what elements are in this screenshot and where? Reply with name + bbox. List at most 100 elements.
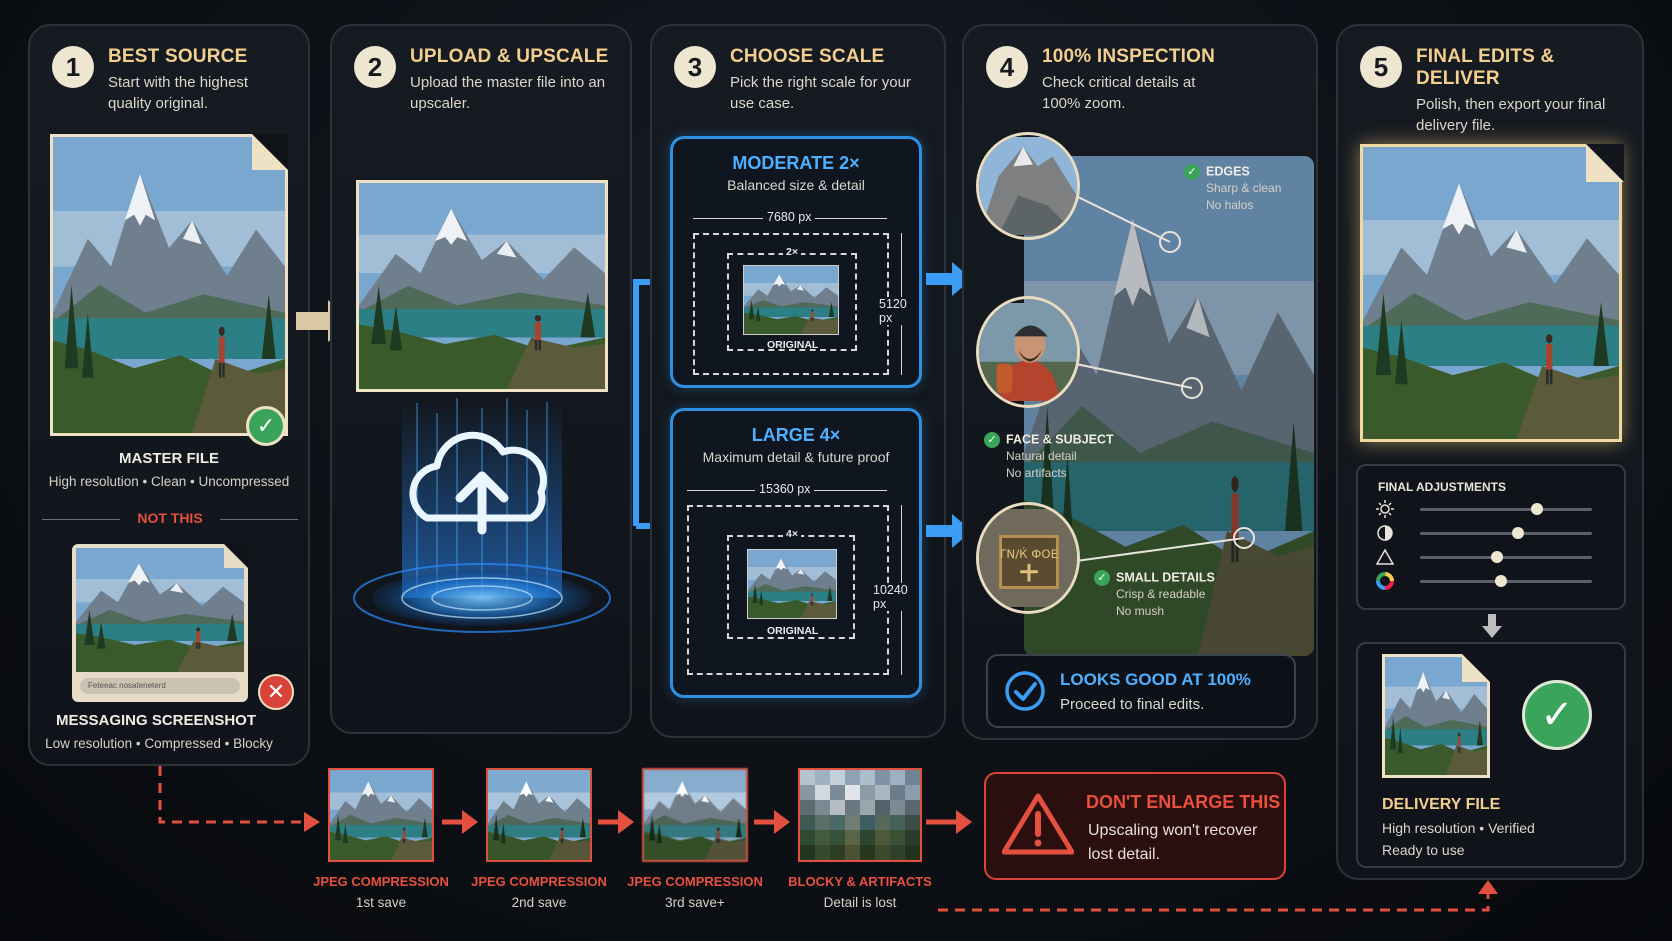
messaging-screenshot-subtitle: Low resolution • Compressed • Blocky	[45, 736, 273, 751]
reject-badge-icon: ✕	[258, 674, 294, 710]
scale-title: MODERATE 2×	[732, 153, 860, 173]
cloud-upload-icon	[353, 398, 611, 633]
check-icon: ✓	[1094, 570, 1110, 586]
edges-zoom-circle	[976, 132, 1080, 240]
panel-inspection: 4 100% INSPECTION Check critical details…	[962, 24, 1318, 740]
jpeg-save-3-image	[642, 768, 748, 862]
step-number: 2	[354, 46, 396, 88]
file-dogear-icon	[224, 544, 248, 568]
warning-line2: lost detail.	[1088, 846, 1161, 863]
compression-label-4: BLOCKY & ARTIFACTS Detail is lost	[785, 874, 935, 910]
small-details-line1: Crisp & readable	[1116, 587, 1206, 601]
messaging-input-bar: Feteeac nosateneterd	[80, 678, 240, 694]
messaging-screenshot-title: MESSAGING SCREENSHOT	[55, 712, 257, 729]
scale-option-moderate[interactable]: MODERATE 2× Balanced size & detail 7680 …	[670, 136, 922, 388]
adjustment-slider[interactable]	[1420, 575, 1592, 587]
compression-title: JPEG COMPRESSION	[313, 874, 449, 889]
delivery-file-box: ✓ DELIVERY FILE High resolution • Verifi…	[1356, 642, 1626, 868]
jpeg-save-1-image	[328, 768, 434, 862]
scale-title: LARGE 4×	[751, 425, 841, 445]
step-2-header: 2 UPLOAD & UPSCALE Upload the master fil…	[354, 46, 620, 114]
warning-box: DON'T ENLARGE THIS Upscaling won't recov…	[984, 772, 1286, 880]
width-dimension-label: 15360 px	[755, 482, 815, 496]
warning-triangle-icon	[1002, 793, 1074, 855]
panel-final-edits: 5 FINAL EDITS & DELIVER Polish, then exp…	[1336, 24, 1644, 880]
step-title: UPLOAD & UPSCALE	[410, 46, 609, 67]
step-number: 1	[52, 46, 94, 88]
step-number: 5	[1360, 46, 1402, 88]
scale-factor-label: 2×	[783, 246, 801, 258]
sharpness-icon	[1375, 548, 1395, 566]
divider-line-left	[42, 519, 120, 520]
scale-option-large[interactable]: LARGE 4× Maximum detail & future proof 1…	[670, 408, 922, 698]
small-details-line2: No mush	[1116, 604, 1165, 618]
step-title: 100% INSPECTION	[1042, 46, 1215, 67]
compression-label-1: JPEG COMPRESSION 1st save	[306, 874, 456, 910]
adjustment-slider[interactable]	[1420, 551, 1592, 563]
check-badge-icon: ✓	[246, 406, 286, 446]
compression-subtitle: 2nd save	[511, 895, 567, 910]
divider-line-right	[220, 519, 298, 520]
contrast-icon	[1376, 524, 1394, 542]
edges-line2: No halos	[1206, 198, 1254, 212]
height-dimension-label: 5120 px	[875, 297, 919, 325]
brightness-icon	[1376, 500, 1394, 518]
delivery-subtitle-2: Ready to use	[1382, 842, 1465, 858]
step-4-header: 4 100% INSPECTION Check critical details…	[986, 46, 1222, 114]
master-file-title: MASTER FILE	[119, 450, 219, 467]
final-adjustments-title: FINAL ADJUSTMENTS	[1378, 480, 1507, 494]
final-edited-image	[1360, 144, 1622, 442]
face-line1: Natural detail	[1006, 449, 1077, 463]
width-dimension-label: 7680 px	[763, 210, 816, 224]
delivery-subtitle-1: High resolution • Verified	[1382, 820, 1535, 836]
step-5-header: 5 FINAL EDITS & DELIVER Polish, then exp…	[1360, 46, 1642, 136]
original-label: ORIGINAL	[767, 625, 819, 637]
color-icon	[1376, 572, 1394, 590]
slider-handle[interactable]	[1494, 575, 1507, 587]
small-details-zoom-circle: ΓΝ/Ќ ФОЕ	[976, 502, 1080, 614]
step-number: 4	[986, 46, 1028, 88]
panel-best-source: 1 BEST SOURCE Start with the highest qua…	[28, 24, 310, 766]
adjustment-slider[interactable]	[1420, 527, 1592, 539]
step-description: Upload the master file into an upscaler.	[410, 74, 606, 112]
master-file-image	[50, 134, 288, 436]
final-adjustments-box: FINAL ADJUSTMENTS	[1356, 464, 1626, 610]
step-number: 3	[674, 46, 716, 88]
compression-label-2: JPEG COMPRESSION 2nd save	[464, 874, 614, 910]
delivery-title: DELIVERY FILE	[1382, 796, 1501, 813]
step-description: Start with the highest quality original.	[108, 74, 249, 112]
step-title: FINAL EDITS & DELIVER	[1416, 46, 1555, 89]
edges-label: ✓EDGES Sharp & clean No halos	[1184, 164, 1281, 214]
check-badge-icon: ✓	[1522, 680, 1592, 750]
looks-good-subtitle: Proceed to final edits.	[1060, 696, 1205, 713]
panel-choose-scale: 3 CHOOSE SCALE Pick the right scale for …	[650, 24, 946, 738]
slider-handle[interactable]	[1512, 527, 1525, 539]
panel-upload-upscale: 2 UPLOAD & UPSCALE Upload the master fil…	[330, 24, 632, 734]
small-details-label: ✓SMALL DETAILS Crisp & readable No mush	[1094, 570, 1215, 620]
master-file-subtitle: High resolution • Clean • Uncompressed	[48, 474, 290, 489]
original-label: ORIGINAL	[767, 339, 819, 351]
step-description: Pick the right scale for your use case.	[730, 74, 911, 112]
height-dimension-label: 10240 px	[869, 583, 919, 611]
scale-factor-label: 4×	[783, 528, 801, 540]
slider-handle[interactable]	[1530, 503, 1543, 515]
step-description: Polish, then export your final delivery …	[1416, 96, 1606, 134]
file-dogear-icon	[1462, 654, 1490, 682]
warning-title: DON'T ENLARGE THIS	[1086, 792, 1281, 812]
adjustment-slider[interactable]	[1420, 503, 1592, 515]
face-zoom-circle	[976, 296, 1080, 408]
scale-subtitle: Maximum detail & future proof	[702, 449, 890, 465]
edges-line1: Sharp & clean	[1206, 181, 1282, 195]
uploaded-image	[356, 180, 608, 392]
messaging-screenshot-card: Feteeac nosateneterd	[72, 544, 248, 702]
arrow-right-icon	[926, 514, 972, 548]
check-icon: ✓	[984, 432, 1000, 448]
face-title: FACE & SUBJECT	[1006, 432, 1114, 447]
jpeg-save-2-image	[486, 768, 592, 862]
scale-subtitle: Balanced size & detail	[727, 177, 865, 193]
slider-handle[interactable]	[1491, 551, 1504, 563]
looks-good-title: LOOKS GOOD AT 100%	[1060, 670, 1251, 689]
face-label: ✓FACE & SUBJECT Natural detail No artifa…	[984, 432, 1114, 482]
not-this-label: NOT THIS	[137, 510, 203, 526]
step-3-header: 3 CHOOSE SCALE Pick the right scale for …	[674, 46, 930, 114]
